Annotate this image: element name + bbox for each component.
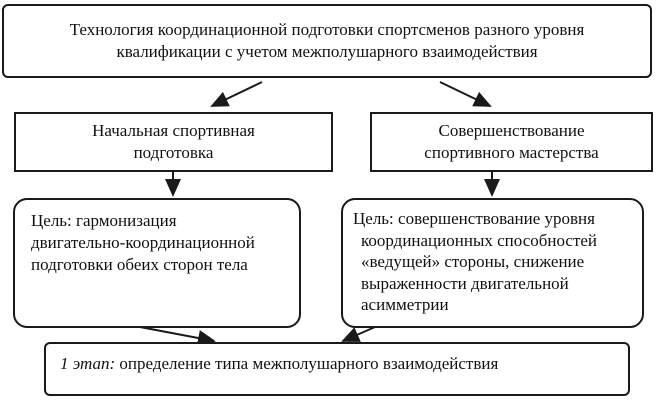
title-line-1: Технология координационной подготовки сп…	[69, 20, 585, 39]
mastery-line-2: спортивного мастерства	[424, 143, 599, 162]
arrow-title-to-right	[439, 81, 492, 107]
left-goal-line-1: Цель: гармонизация	[31, 211, 177, 230]
right-goal-line-5: асимметрии	[361, 295, 449, 314]
arrow-title-to-left	[210, 81, 263, 107]
initial-training-line-2: подготовка	[133, 143, 214, 162]
left-goal-line-3: подготовки обеих сторон тела	[31, 255, 248, 274]
right-goal-line-1: Цель: совершенствование уровня	[353, 209, 595, 228]
mastery-improvement-box: Совершенствование спортивного мастерства	[370, 112, 653, 172]
right-goal-line-2: координационных способностей	[361, 230, 598, 250]
stage-one-text: определение типа межполушарного взаимоде…	[119, 354, 499, 373]
arrow-left-goal-to-stage	[139, 326, 216, 346]
left-goal-box: Цель: гармонизация двигательно-координац…	[13, 198, 301, 328]
stage-one-label: 1 этап:	[60, 354, 116, 373]
mastery-line-1: Совершенствование	[438, 121, 585, 140]
arrow-right-goal-to-stage	[341, 326, 376, 342]
right-goal-line-4: выраженности двигательной	[361, 273, 569, 293]
left-goal-line-2: двигательно-координационной	[31, 233, 255, 252]
right-goal-box: Цель: совершенствование уровня координац…	[341, 198, 644, 328]
title-box: Технология координационной подготовки сп…	[2, 4, 652, 78]
initial-training-line-1: Начальная спортивная	[92, 121, 255, 140]
right-goal-line-3: «ведущей» стороны, снижение	[361, 252, 585, 271]
title-line-2: квалификации с учетом межполушарного вза…	[116, 42, 538, 61]
stage-one-box: 1 этап: определение типа межполушарного …	[44, 342, 630, 396]
initial-training-box: Начальная спортивная подготовка	[14, 112, 333, 172]
